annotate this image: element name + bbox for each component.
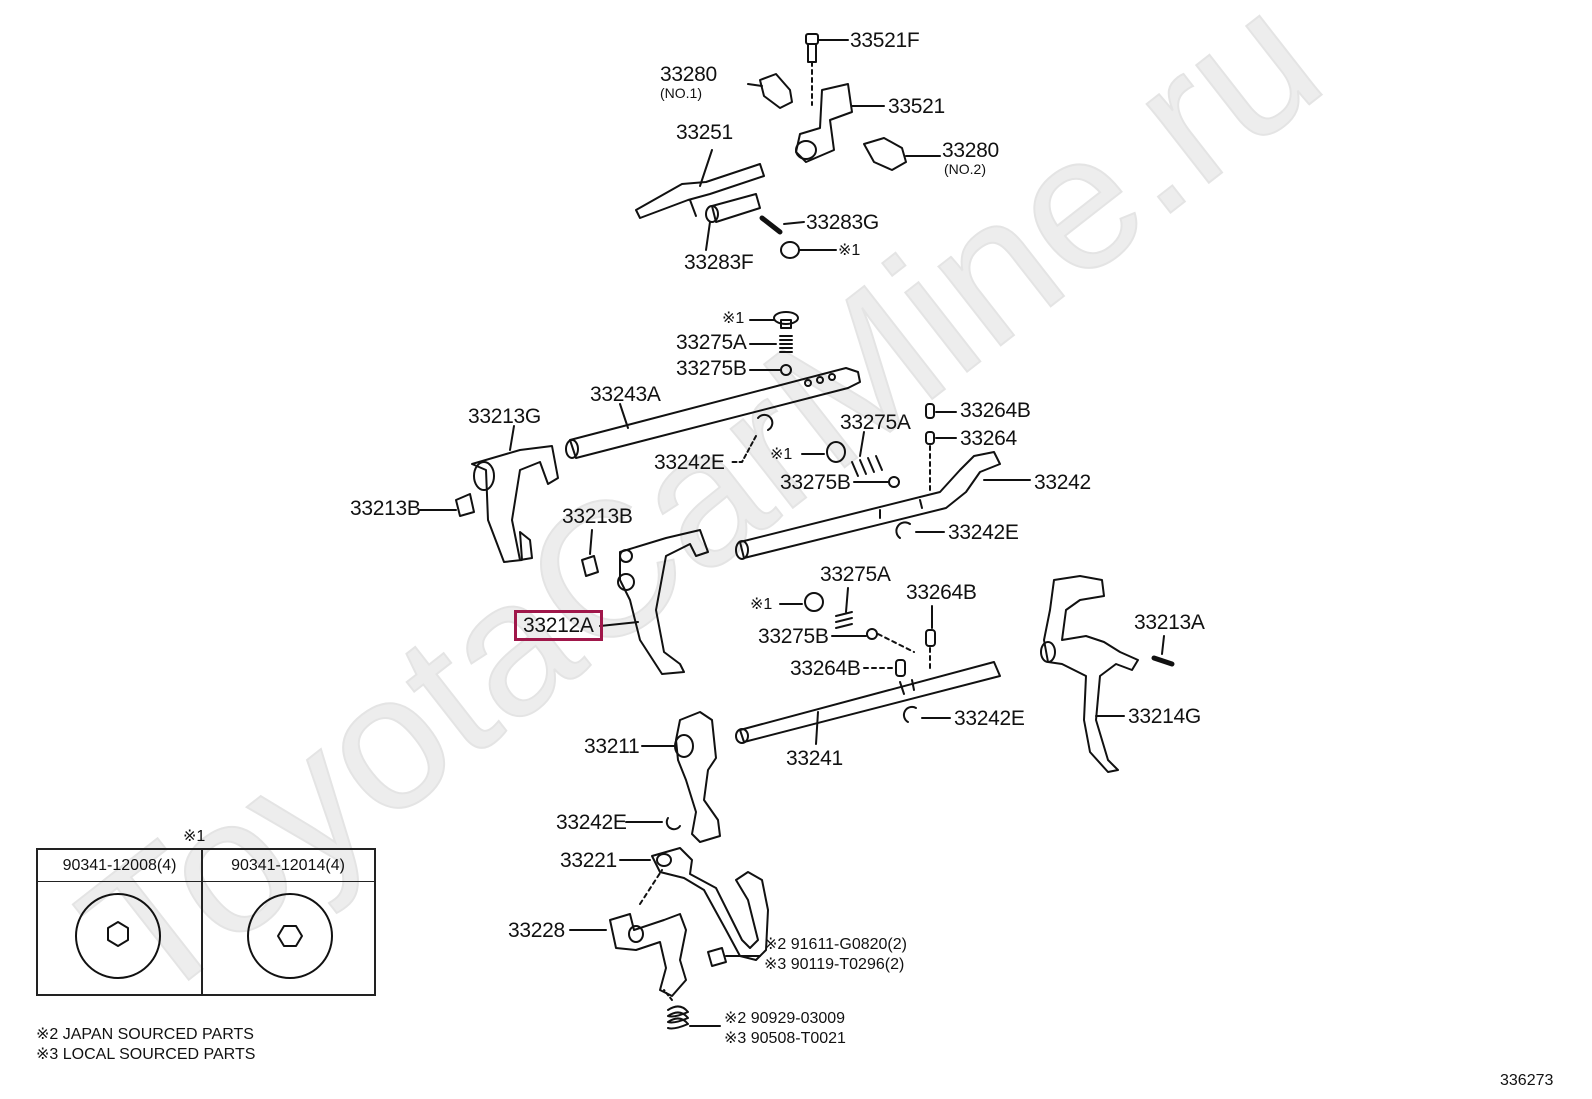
inset-divider xyxy=(201,850,203,994)
part-33251-drawing xyxy=(635,149,765,219)
bolt-33213B-mid-drawing xyxy=(581,529,599,577)
label-33283G[interactable]: 33283G xyxy=(806,211,879,234)
part-33521-drawing xyxy=(795,83,885,163)
label-spring-90929[interactable]: ※2 90929-03009 xyxy=(724,1010,846,1027)
inset-hex-plug-drawing xyxy=(247,893,333,979)
label-33211[interactable]: 33211 xyxy=(584,735,640,758)
inset-col-1[interactable]: 90341-12008(4) xyxy=(38,850,202,882)
label-33214G[interactable]: 33214G xyxy=(1128,705,1201,728)
inset-col-2[interactable]: 90341-12014(4) xyxy=(202,850,374,882)
label-33213A[interactable]: 33213A xyxy=(1134,611,1205,634)
ball-33275B-low-drawing xyxy=(831,628,915,653)
pin-33264-drawing xyxy=(925,431,957,491)
label-33213B-left[interactable]: 33213B xyxy=(350,497,421,520)
label-mark1-top: ※1 xyxy=(838,242,861,259)
diagram-code: 336273 xyxy=(1500,1072,1554,1089)
label-mark1-screw: ※1 xyxy=(722,310,745,327)
bolt-91611-drawing xyxy=(707,947,761,967)
label-33243A[interactable]: 33243A xyxy=(590,383,661,406)
footnote-japan: ※2 JAPAN SOURCED PARTS xyxy=(36,1026,254,1043)
clip-33242E-b-drawing xyxy=(895,521,945,539)
label-33283F[interactable]: 33283F xyxy=(684,251,754,274)
inset-torx-plug-drawing xyxy=(75,893,161,979)
label-mark1-low: ※1 xyxy=(750,596,773,613)
clip-33242E-a-drawing xyxy=(729,413,774,463)
label-33275A-mid[interactable]: 33275A xyxy=(840,411,911,434)
label-33275A-low[interactable]: 33275A xyxy=(820,563,891,586)
lever-33221-drawing xyxy=(619,847,769,961)
plug-33280-no2-drawing xyxy=(863,137,941,171)
pin-33283G-drawing xyxy=(759,215,805,235)
label-33280-no2[interactable]: 33280 xyxy=(942,139,999,162)
ball-33275B-mid-drawing xyxy=(853,476,900,488)
label-bolt-91611[interactable]: ※2 91611-G0820(2) xyxy=(764,936,907,953)
label-33228[interactable]: 33228 xyxy=(508,919,565,942)
label-33264[interactable]: 33264 xyxy=(960,427,1017,450)
plug-mark1-low-drawing xyxy=(779,592,824,612)
spring-33275A-mid-drawing xyxy=(851,431,883,477)
plug-mark1-mid-drawing xyxy=(801,441,846,463)
bolt-33521F-drawing xyxy=(805,33,849,106)
spring-33275A-top-drawing xyxy=(749,335,793,353)
footnote-local: ※3 LOCAL SOURCED PARTS xyxy=(36,1046,256,1063)
label-spring-90508[interactable]: ※3 90508-T0021 xyxy=(724,1030,846,1047)
label-bolt-90119[interactable]: ※3 90119-T0296(2) xyxy=(764,956,905,973)
pin-33213A-drawing xyxy=(1151,635,1175,667)
label-33213G[interactable]: 33213G xyxy=(468,405,541,428)
fork-33214G-drawing xyxy=(1040,575,1139,773)
label-33275B-low[interactable]: 33275B xyxy=(758,625,829,648)
label-33275B-top[interactable]: 33275B xyxy=(676,357,747,380)
label-33221[interactable]: 33221 xyxy=(560,849,617,872)
pin-33264B-low-drawing xyxy=(925,605,936,673)
label-33241[interactable]: 33241 xyxy=(786,747,843,770)
label-mark1-mid: ※1 xyxy=(770,446,793,463)
label-33264B-top[interactable]: 33264B xyxy=(960,399,1031,422)
label-33264B-low[interactable]: 33264B xyxy=(906,581,977,604)
label-33242E-a[interactable]: 33242E xyxy=(654,451,725,474)
label-33242E-c[interactable]: 33242E xyxy=(954,707,1025,730)
lever-33211-drawing xyxy=(641,711,721,843)
screw-mark1-drawing xyxy=(749,311,799,329)
label-33275B-mid[interactable]: 33275B xyxy=(780,471,851,494)
spring-33275A-low-drawing xyxy=(835,587,853,629)
pin-33264B-mid-drawing xyxy=(863,659,906,677)
part-33283F-drawing xyxy=(705,193,761,251)
footnotes: ※2 JAPAN SOURCED PARTS ※3 LOCAL SOURCED … xyxy=(36,1025,255,1065)
label-33264B-mid[interactable]: 33264B xyxy=(790,657,861,680)
bolt-33213B-left-drawing xyxy=(419,493,475,517)
plug-mark1-top-drawing xyxy=(780,241,837,259)
label-33280-no2-sub: (NO.2) xyxy=(944,161,986,177)
shaft-33242-drawing xyxy=(735,451,1031,560)
label-33213B-mid[interactable]: 33213B xyxy=(562,505,633,528)
label-33521[interactable]: 33521 xyxy=(888,95,945,118)
pin-33264B-top-drawing xyxy=(925,403,957,419)
inset-mark: ※1 xyxy=(183,828,206,845)
ball-33275B-top-drawing xyxy=(749,364,792,376)
inset-table: 90341-12008(4) 90341-12014(4) xyxy=(36,848,376,996)
label-33251[interactable]: 33251 xyxy=(676,121,733,144)
clip-33242E-d-drawing xyxy=(625,817,681,831)
label-33280-no1-sub: (NO.1) xyxy=(660,85,702,101)
plug-33280-no1-drawing xyxy=(747,73,793,109)
fork-33213G-drawing xyxy=(471,425,559,563)
label-33280-no1[interactable]: 33280 xyxy=(660,63,717,86)
lever-33228-drawing xyxy=(569,869,687,997)
shaft-33241-drawing xyxy=(735,661,1001,745)
label-33242[interactable]: 33242 xyxy=(1034,471,1091,494)
label-33521F[interactable]: 33521F xyxy=(850,29,920,52)
shaft-33243A-drawing xyxy=(565,367,861,459)
label-33212A-highlighted[interactable]: 33212A xyxy=(514,610,603,641)
fork-33212A-drawing xyxy=(599,529,709,675)
spring-90929-drawing xyxy=(663,989,721,1030)
label-33242E-d[interactable]: 33242E xyxy=(556,811,627,834)
label-33275A-top[interactable]: 33275A xyxy=(676,331,747,354)
label-33242E-b[interactable]: 33242E xyxy=(948,521,1019,544)
clip-33242E-c-drawing xyxy=(902,705,951,723)
